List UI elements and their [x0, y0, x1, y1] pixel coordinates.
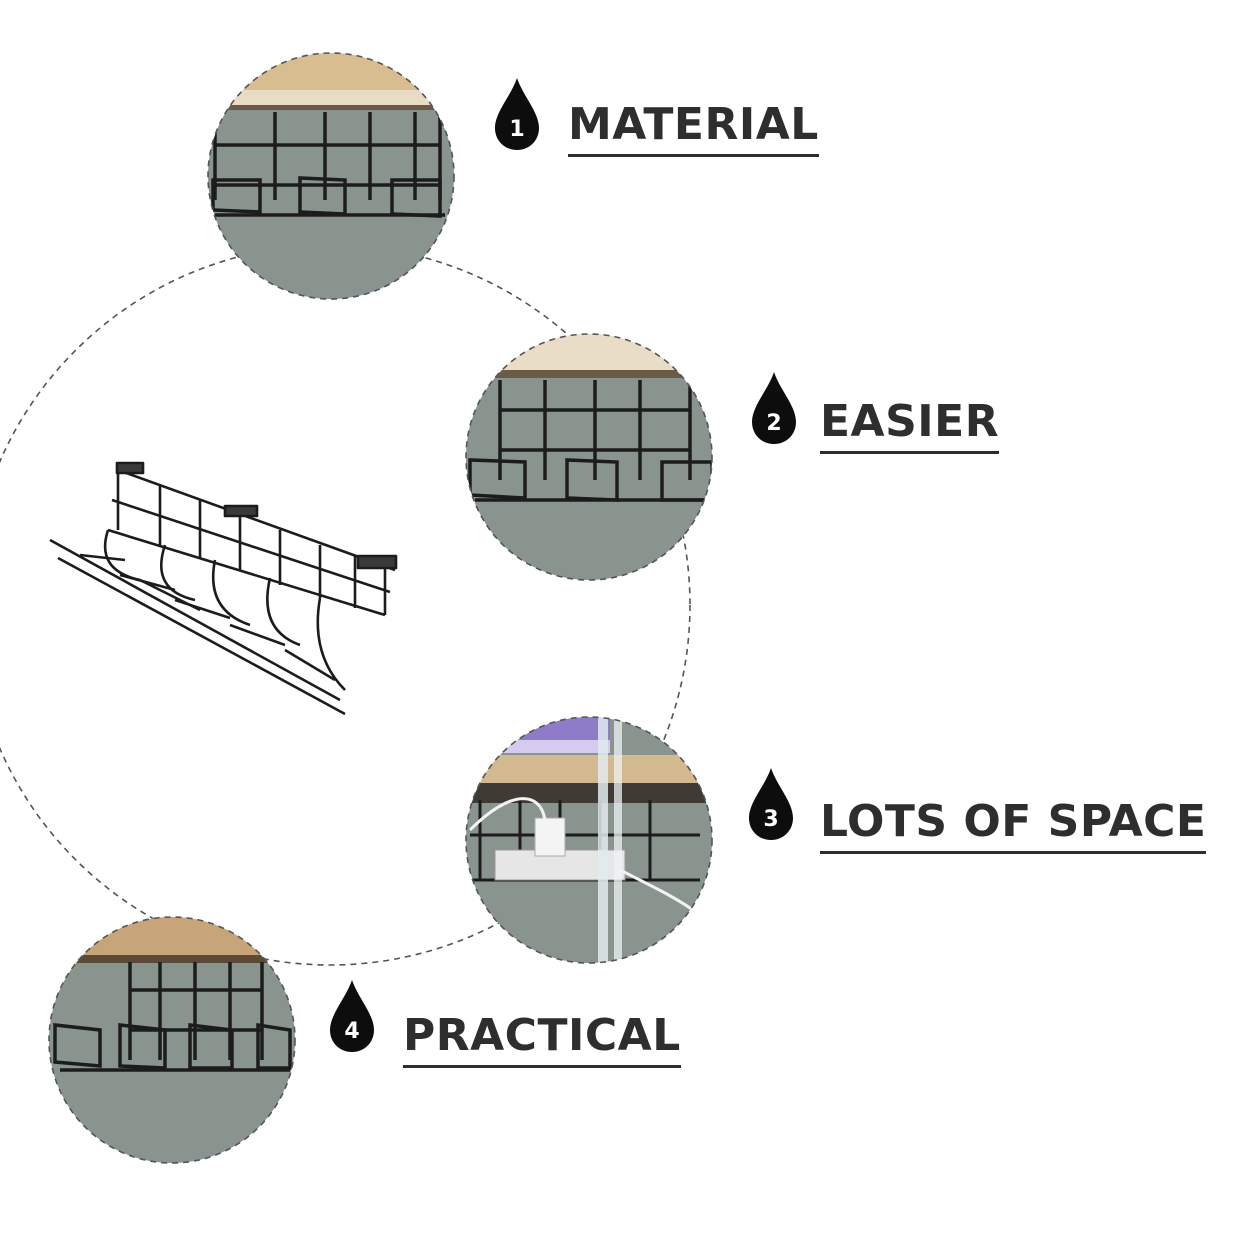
- drop-number: 3: [763, 807, 778, 832]
- feature-label-material: MATERIAL: [568, 103, 819, 157]
- water-drop-icon: 3: [749, 768, 793, 840]
- feature-image-lots-of-space: [465, 716, 713, 964]
- drop-number: 4: [344, 1019, 359, 1044]
- feature-label-practical: PRACTICAL: [403, 1014, 681, 1068]
- feature-label-lots-of-space: LOTS OF SPACE: [820, 800, 1207, 854]
- feature-image-easier: [465, 333, 713, 581]
- feature-image-practical: [48, 916, 296, 1164]
- drop-number: 1: [509, 117, 524, 142]
- drop-number: 2: [766, 411, 781, 436]
- water-drop-icon: 4: [330, 980, 374, 1052]
- water-drop-icon: 1: [495, 78, 539, 150]
- water-drop-icon: 2: [752, 372, 796, 444]
- feature-label-easier: EASIER: [820, 400, 1000, 454]
- feature-image-material: [207, 52, 455, 300]
- cable-tray-illustration: [49, 461, 398, 716]
